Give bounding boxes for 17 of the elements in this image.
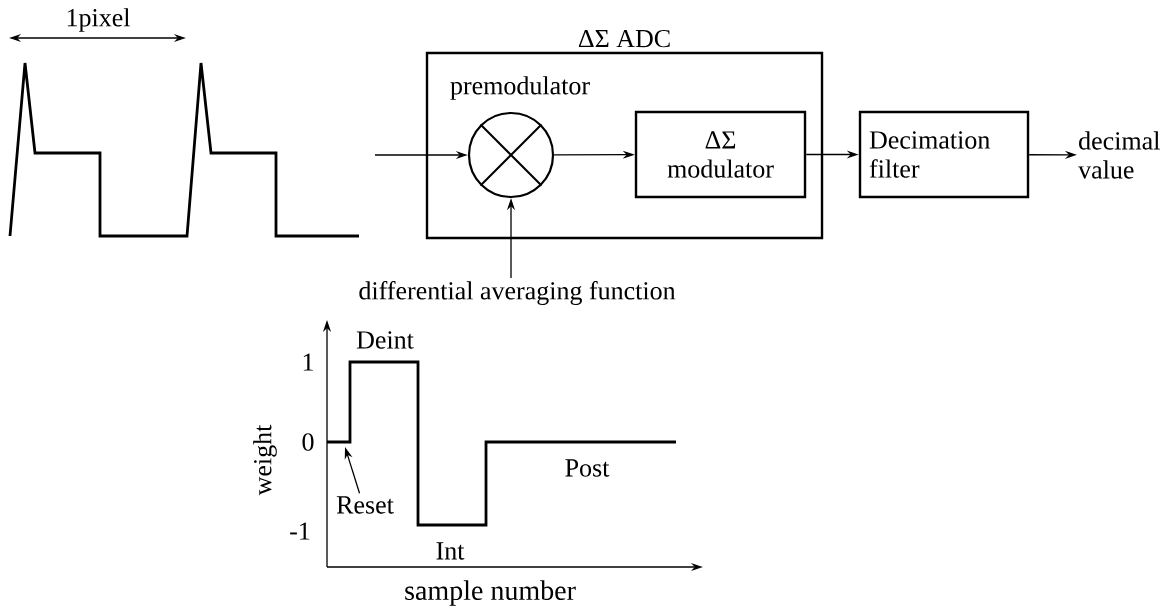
- dimension-label: 1pixel: [67, 8, 130, 32]
- tick-label: -1: [290, 522, 310, 540]
- node-label: ΔΣ ADC: [578, 29, 670, 48]
- axis-title: sample number: [405, 580, 576, 606]
- input-label: differential averaging function: [359, 281, 676, 305]
- segment-label: Deint: [356, 331, 414, 349]
- axis-title: weight: [253, 424, 277, 496]
- block-label: premodulator: [450, 76, 590, 100]
- filter-box: Decimation filter: [858, 110, 1030, 199]
- annotation-label: Reset: [336, 496, 394, 514]
- tick-label: 0: [302, 433, 314, 451]
- multiplier-symbol: [467, 111, 555, 199]
- output-label: decimal value: [1078, 131, 1160, 179]
- tick-label: 1: [303, 353, 313, 371]
- segment-label: Int: [436, 542, 465, 560]
- modulator-box: ΔΣ modulator: [634, 110, 807, 199]
- segment-label: Post: [565, 459, 610, 477]
